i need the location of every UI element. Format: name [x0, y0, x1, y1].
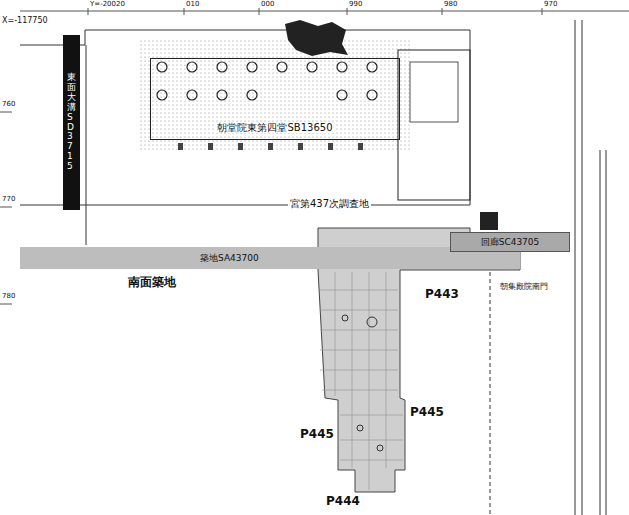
- debris-area: [285, 20, 348, 56]
- node-label: 回廊SC43705: [481, 237, 540, 247]
- coordinate-label: X=-117750: [2, 16, 48, 25]
- coordinate-label: 000: [261, 0, 274, 8]
- vertical-label: 東面大溝SD3715: [67, 73, 76, 172]
- stipple-area: [140, 40, 410, 152]
- gate-label: 朝集殿院南門: [498, 282, 550, 291]
- coordinate-label: 780: [2, 292, 15, 300]
- pit-number: P445: [410, 406, 444, 420]
- area-label: 南面築地: [128, 276, 176, 290]
- node-label: 朝堂院東第四堂SB13650: [215, 122, 334, 134]
- coordinate-label: 980: [444, 0, 457, 8]
- pit-number: P445: [300, 428, 334, 442]
- trench-pits: [342, 315, 383, 451]
- trench-grid: [320, 272, 403, 490]
- coordinate-label: 970: [544, 0, 557, 8]
- coordinate-label: 010: [186, 0, 199, 8]
- pit-number: P444: [326, 495, 360, 509]
- gate-post: [480, 212, 498, 230]
- ditch-band: 東面大溝SD3715: [63, 35, 80, 210]
- excavation-outline: [20, 30, 470, 205]
- ditch-edge: [86, 45, 87, 245]
- coordinate-label: Y=-20020: [90, 0, 125, 8]
- area-label: 宮第437次調査地: [288, 198, 371, 210]
- wall-band: 築地SA43700: [20, 247, 520, 269]
- annex-outline: [398, 50, 470, 200]
- building-outline: 朝堂院東第四堂SB13650: [150, 58, 400, 140]
- foundation-marks: [178, 143, 363, 150]
- pit-number: P443: [425, 288, 459, 302]
- node-label: 築地SA43700: [200, 253, 259, 263]
- pillar-holes: [157, 62, 377, 100]
- corridor-band: 回廊SC43705: [450, 232, 570, 252]
- coordinate-label: 770: [2, 195, 15, 203]
- coordinate-label: 990: [349, 0, 362, 8]
- coordinate-ruler: [0, 8, 629, 304]
- coordinate-label: 760: [2, 100, 15, 108]
- annex-inner: [410, 62, 458, 122]
